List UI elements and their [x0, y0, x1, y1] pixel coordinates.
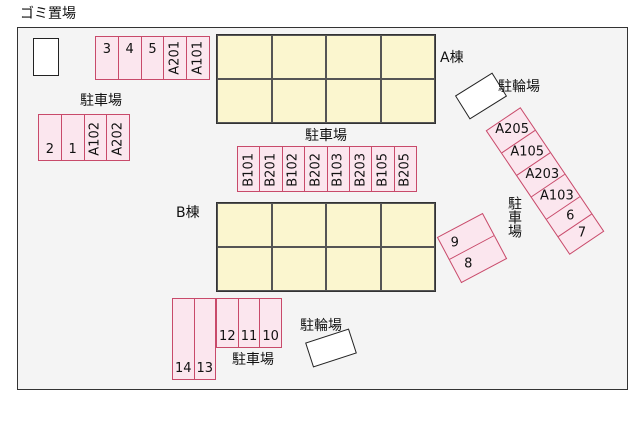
parking-slot: 5: [142, 37, 165, 79]
parking-slot: 11: [239, 299, 261, 347]
parking-slot: 12: [217, 299, 239, 347]
parking-slot: B201: [260, 147, 283, 191]
parking-slot: B101: [238, 147, 261, 191]
parking-row-left: 2 1 A102 A202: [38, 114, 130, 161]
parking-slot: 13: [196, 361, 214, 376]
parking-right-label: 駐車場: [506, 196, 522, 238]
parking-slot: B103: [328, 147, 350, 191]
bike-parking-a-label: 駐輪場: [498, 79, 540, 95]
parking-slot: B105: [372, 147, 395, 191]
parking-slot: A101: [190, 41, 206, 75]
parking-slot: A201: [164, 37, 188, 79]
building-a-label: A棟: [440, 50, 464, 66]
parking-slot: 3: [96, 37, 119, 79]
parking-slot: 1: [62, 115, 85, 160]
parking-row-center: B101 B201 B102 B202 B103 B203 B105 B205: [237, 146, 417, 192]
parking-slot: B205: [397, 153, 413, 187]
parking-row-bottom-short: 12 11 10: [216, 298, 282, 348]
parking-slot: 2: [39, 115, 62, 160]
building-a: [216, 34, 436, 124]
parking-slot: A202: [110, 122, 126, 156]
parking-slot: 4: [119, 37, 142, 79]
parking-slot: B102: [283, 147, 306, 191]
building-b: [216, 202, 436, 292]
parking-slot: A102: [85, 115, 108, 160]
trash-area: [33, 38, 59, 76]
parking-center-label: 駐車場: [305, 128, 347, 144]
parking-row-bottom-tall: 14 13: [172, 298, 216, 380]
parking-row-top: 3 4 5 A201 A101: [95, 36, 210, 80]
parking-bottom-label: 駐車場: [232, 352, 274, 368]
bike-parking-b-label: 駐輪場: [300, 318, 342, 334]
parking-slot: 14: [173, 299, 195, 379]
parking-slot: 10: [262, 329, 279, 344]
parking-left-label: 駐車場: [80, 93, 122, 109]
trash-label: ゴミ置場: [20, 6, 76, 22]
parking-slot: B202: [305, 147, 328, 191]
parking-slot: B203: [350, 147, 373, 191]
building-b-label: B棟: [176, 205, 200, 221]
